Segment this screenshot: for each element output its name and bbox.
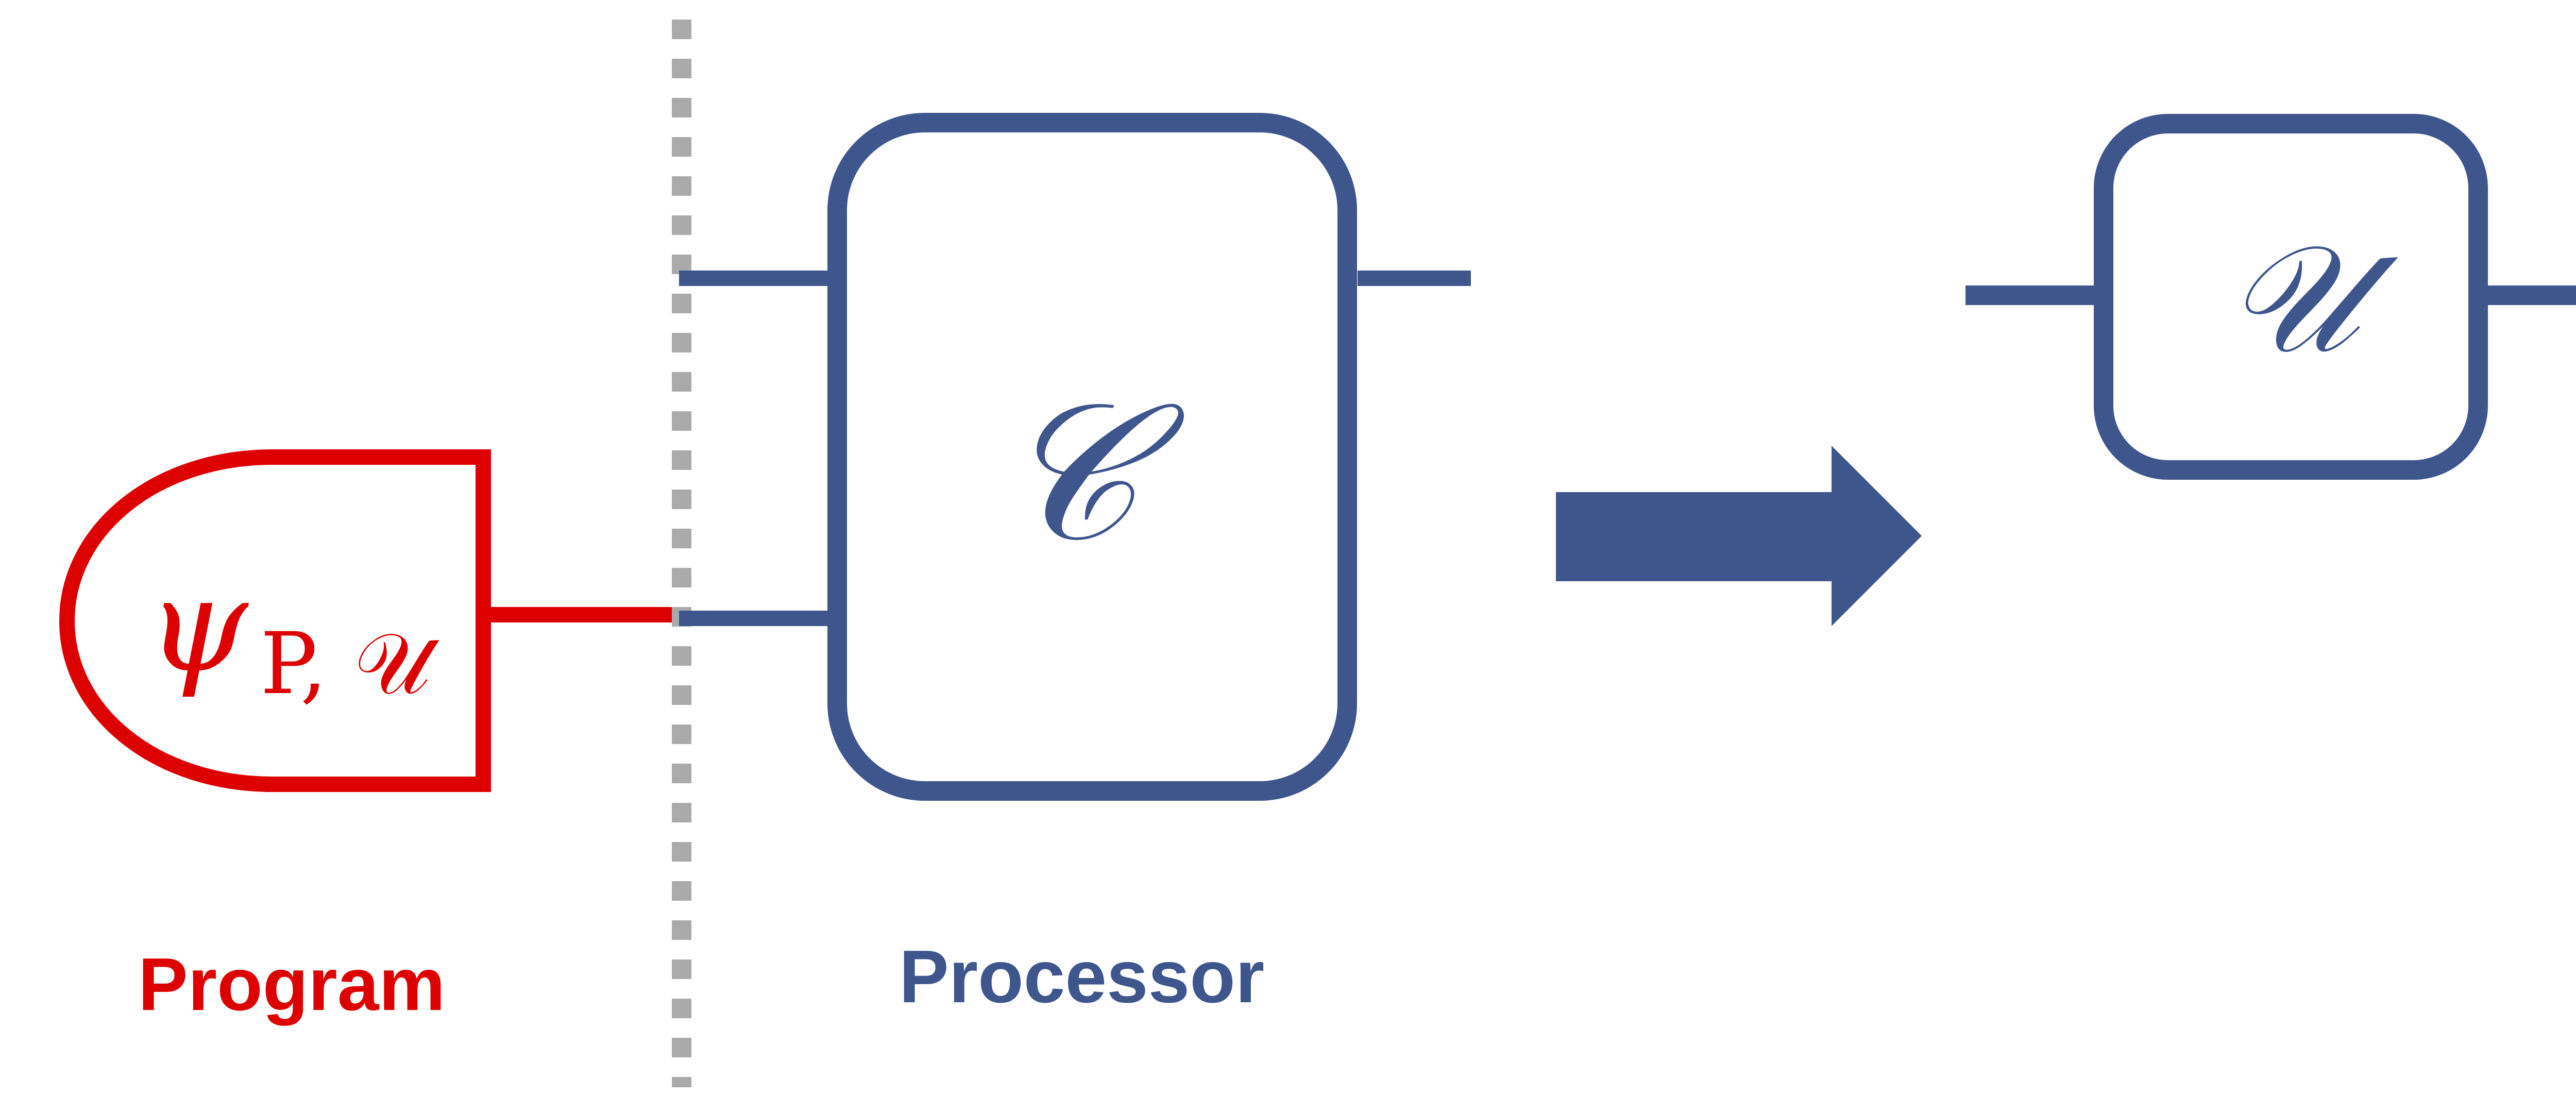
implies-arrow [1556, 446, 1922, 626]
unitary-box [2094, 114, 2488, 480]
processor-box [827, 113, 1357, 801]
program-state: ψ P, 𝒰 [59, 449, 491, 792]
program-state-shape [59, 449, 491, 792]
program-label: Program [138, 942, 445, 1026]
program-state-subscript: P, 𝒰 [260, 614, 439, 713]
program-state-psi: ψ [147, 550, 249, 700]
processor-label: Processor [899, 935, 1264, 1018]
